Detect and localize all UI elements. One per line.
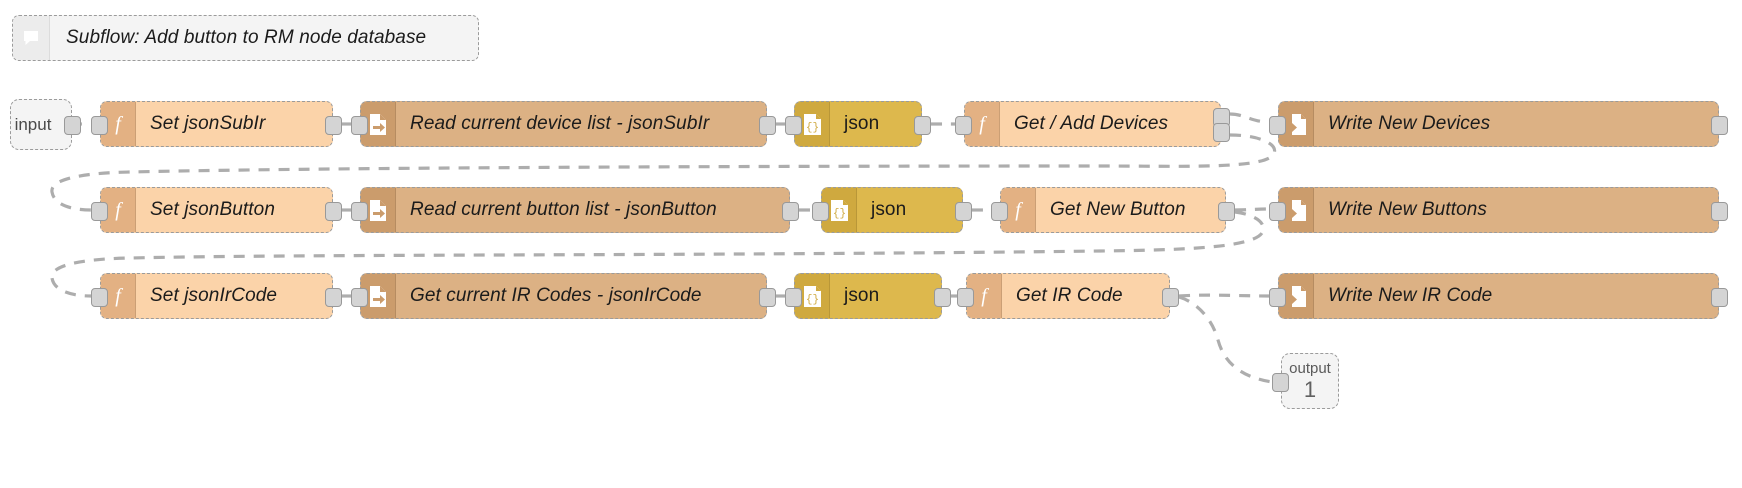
node-label-set-json-sublr: Set jsonSubIr <box>150 113 266 134</box>
node-json-ircodes[interactable]: {} json <box>785 273 951 319</box>
input-port-json-buttons[interactable] <box>812 201 829 221</box>
input-port-get-current-ir-codes[interactable] <box>351 287 368 307</box>
node-set-json-sublr[interactable]: f Set jsonSubIr <box>91 101 342 147</box>
output-port-write-new-buttons-1[interactable] <box>1711 201 1728 221</box>
svg-text:f: f <box>1015 199 1023 221</box>
node-json-buttons[interactable]: {} json <box>812 187 972 233</box>
node-label-get-current-ir-codes: Get current IR Codes - jsonIrCode <box>410 285 702 306</box>
output-port-get-current-ir-codes-1[interactable] <box>759 287 776 307</box>
svg-text:f: f <box>981 285 989 307</box>
node-get-current-ir-codes[interactable]: Get current IR Codes - jsonIrCode <box>351 273 776 319</box>
comment-bubble-icon <box>13 16 50 60</box>
node-label-json-buttons: json <box>871 199 907 220</box>
input-port-write-new-ir-code[interactable] <box>1269 287 1286 307</box>
subflow-input-label: input <box>14 114 52 134</box>
node-get-add-devices[interactable]: f Get / Add Devices <box>955 101 1230 147</box>
subflow-output-port[interactable] <box>1272 373 1289 392</box>
node-label-get-ir-code: Get IR Code <box>1016 285 1123 306</box>
node-json-devices[interactable]: {} json <box>785 101 931 147</box>
node-label-write-new-buttons: Write New Buttons <box>1328 199 1488 220</box>
node-label-read-button-list: Read current button list - jsonButton <box>410 199 717 220</box>
node-read-device-list[interactable]: Read current device list - jsonSubIr <box>351 101 776 147</box>
function-f-icon: f <box>965 102 1000 146</box>
node-read-button-list[interactable]: Read current button list - jsonButton <box>351 187 799 233</box>
subflow-output-label: output <box>1289 359 1331 377</box>
node-write-new-ir-code[interactable]: Write New IR Code <box>1269 273 1728 319</box>
output-port-read-button-list-1[interactable] <box>782 201 799 221</box>
comment-node[interactable]: Subflow: Add button to RM node database <box>12 15 479 61</box>
input-port-read-button-list[interactable] <box>351 201 368 221</box>
node-label-set-json-ircode: Set jsonIrCode <box>150 285 278 306</box>
output-port-json-ircodes-1[interactable] <box>934 287 951 307</box>
node-set-json-button[interactable]: f Set jsonButton <box>91 187 342 233</box>
node-label-get-new-button: Get New Button <box>1050 199 1186 220</box>
node-write-new-buttons[interactable]: Write New Buttons <box>1269 187 1728 233</box>
comment-label: Subflow: Add button to RM node database <box>66 27 427 48</box>
file-in-arrow-icon <box>1279 274 1314 318</box>
svg-text:f: f <box>115 113 123 135</box>
svg-text:{}: {} <box>805 122 818 134</box>
node-label-json-devices: json <box>844 113 880 134</box>
svg-text:f: f <box>115 285 123 307</box>
input-port-json-devices[interactable] <box>785 115 802 135</box>
svg-text:f: f <box>979 113 987 135</box>
subflow-output-node[interactable]: output 1 <box>1272 353 1339 409</box>
subflow-output-index: 1 <box>1303 376 1317 402</box>
svg-text:{}: {} <box>832 208 845 220</box>
node-label-json-ircodes: json <box>844 285 880 306</box>
wire-button-to-write <box>1234 207 1270 212</box>
input-port-get-new-button[interactable] <box>991 201 1008 221</box>
node-label-read-device-list: Read current device list - jsonSubIr <box>410 113 710 134</box>
input-port-write-new-buttons[interactable] <box>1269 201 1286 221</box>
output-port-set-json-sublr-1[interactable] <box>325 115 342 135</box>
input-port-set-json-sublr[interactable] <box>91 115 108 135</box>
wire-ircode-to-write <box>1178 293 1270 298</box>
output-port-json-buttons-1[interactable] <box>955 201 972 221</box>
svg-text:f: f <box>115 199 123 221</box>
output-port-set-json-button-1[interactable] <box>325 201 342 221</box>
node-label-write-new-ir-code: Write New IR Code <box>1328 285 1493 306</box>
output-port-get-new-button-1[interactable] <box>1218 201 1235 221</box>
output-port-get-ir-code-1[interactable] <box>1162 287 1179 307</box>
node-label-write-new-devices: Write New Devices <box>1328 113 1491 134</box>
input-port-set-json-ircode[interactable] <box>91 287 108 307</box>
node-write-new-devices[interactable]: Write New Devices <box>1269 101 1728 147</box>
output-port-write-new-devices-1[interactable] <box>1711 115 1728 135</box>
output-port-write-new-ir-code-1[interactable] <box>1711 287 1728 307</box>
subflow-input-port[interactable] <box>64 116 81 135</box>
node-get-new-button[interactable]: f Get New Button <box>991 187 1235 233</box>
subflow-input-node[interactable]: input <box>10 99 81 150</box>
output-port-set-json-ircode-1[interactable] <box>325 287 342 307</box>
node-label-get-add-devices: Get / Add Devices <box>1014 113 1169 134</box>
input-port-write-new-devices[interactable] <box>1269 115 1286 135</box>
input-port-json-ircodes[interactable] <box>785 287 802 307</box>
svg-text:{}: {} <box>805 294 818 306</box>
function-f-icon: f <box>101 188 136 232</box>
node-label-set-json-button: Set jsonButton <box>150 199 275 220</box>
output-port-get-add-devices-2[interactable] <box>1213 123 1230 143</box>
output-port-json-devices-1[interactable] <box>914 115 931 135</box>
node-set-json-ircode[interactable]: f Set jsonIrCode <box>91 273 342 319</box>
output-port-read-device-list-1[interactable] <box>759 115 776 135</box>
input-port-read-device-list[interactable] <box>351 115 368 135</box>
input-port-get-ir-code[interactable] <box>957 287 974 307</box>
input-port-set-json-button[interactable] <box>91 201 108 221</box>
wire-ircode-to-output <box>1178 295 1273 384</box>
node-get-ir-code[interactable]: f Get IR Code <box>957 273 1179 319</box>
input-port-get-add-devices[interactable] <box>955 115 972 135</box>
wire-devices-out1-to-write <box>1229 112 1270 124</box>
